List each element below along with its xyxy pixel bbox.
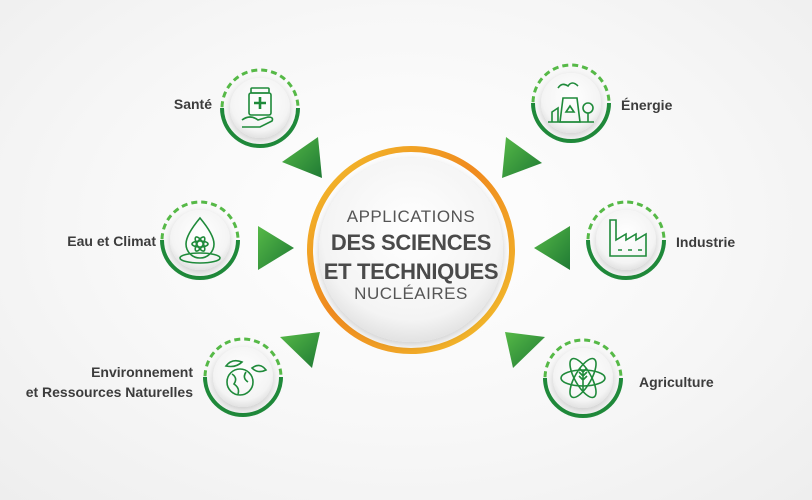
globe-leaves-icon (224, 359, 268, 396)
label-sante: Santé (173, 96, 212, 112)
arrow-sante (282, 137, 322, 178)
label-environnement-line1: Environnement (91, 364, 193, 380)
node-eau-climat (160, 200, 240, 280)
center-title-line4: NUCLÉAIRES (354, 284, 468, 303)
central-hub (307, 146, 515, 354)
node-agriculture (543, 338, 623, 418)
label-industrie: Industrie (676, 234, 736, 250)
factory-icon (609, 219, 647, 257)
center-title-line3: ET TECHNIQUES (323, 259, 499, 284)
node-industrie (586, 200, 666, 280)
label-energie: Énergie (621, 97, 673, 113)
center-title-line1: APPLICATIONS (346, 207, 476, 226)
label-eau-climat: Eau et Climat (67, 233, 156, 249)
arrow-industrie (534, 226, 570, 270)
water-drop-atom-icon (179, 216, 221, 264)
arrow-eau-climat (258, 226, 294, 270)
center-title-line2: DES SCIENCES (330, 230, 492, 255)
arrow-energie (502, 137, 542, 178)
power-plant-icon (548, 82, 594, 123)
node-environnement (203, 337, 283, 417)
label-agriculture: Agriculture (639, 374, 714, 390)
medicine-bottle-hand-icon (241, 87, 274, 128)
arrow-environnement (280, 332, 320, 368)
wheat-atom-icon (560, 357, 606, 399)
arrow-agriculture (505, 332, 545, 368)
node-energie (531, 63, 611, 143)
label-environnement-line2: et Ressources Naturelles (25, 384, 193, 400)
node-sante (220, 68, 300, 148)
